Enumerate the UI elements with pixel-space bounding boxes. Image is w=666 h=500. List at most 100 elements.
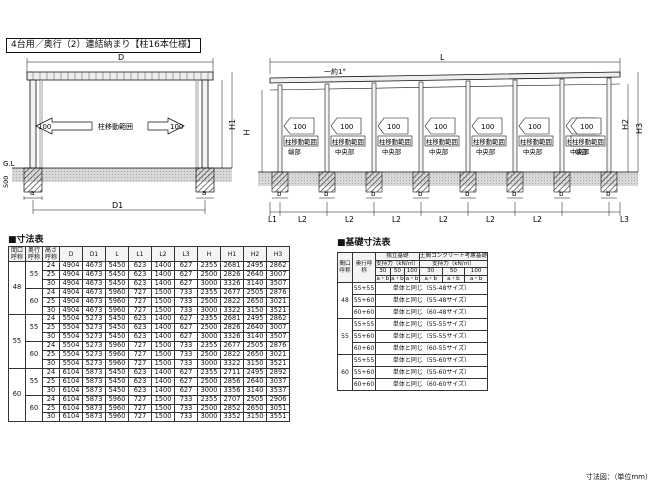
bay-bottom-5: 中央部 <box>476 147 496 156</box>
bay-range-4: 柱移動範囲 <box>426 137 458 146</box>
table-cell: 1500 <box>151 412 175 423</box>
bottom-label-8: L3 <box>620 215 629 224</box>
size-combo: 55+55 <box>352 318 376 332</box>
width-size: 55 <box>8 314 26 369</box>
size-combo: 60+60 <box>352 342 376 356</box>
table-cell: 4673 <box>82 269 106 280</box>
table-cell: 1400 <box>151 385 175 396</box>
table-cell: 1400 <box>151 269 175 280</box>
same-as-single-note: 単体と同じ（60-48サイズ） <box>374 306 489 320</box>
found-h-independent: 独立基礎 <box>375 252 420 261</box>
table-cell: 627 <box>174 376 198 387</box>
b-label-8: b <box>606 190 611 198</box>
depth-size: 60 <box>25 287 43 316</box>
b-label-6: b <box>512 190 517 198</box>
bay-badge-1: 100 <box>293 123 306 131</box>
b-label-7: b <box>559 190 564 198</box>
label-a-left: a <box>30 189 34 197</box>
bearing-value: 100 <box>404 267 420 276</box>
table-cell: 6104 <box>59 385 83 396</box>
b-label-1: b <box>277 190 282 198</box>
bottom-label-5: L2 <box>439 215 448 224</box>
same-as-single-note: 単体と同じ（55-60サイズ） <box>374 366 489 380</box>
bay-bottom-8: 端部 <box>575 147 588 156</box>
table-cell: 733 <box>174 412 198 423</box>
bearing-value: 50 <box>389 267 406 276</box>
bay-range-2: 柱移動範囲 <box>332 137 364 146</box>
found-h-width: 間口呼称 <box>337 251 353 284</box>
dim-header-5: L <box>105 246 129 262</box>
width-size: 60 <box>8 367 26 423</box>
table-cell: 4904 <box>59 296 83 307</box>
table-cell: 2707 <box>220 394 244 405</box>
table-cell: 25 <box>42 376 60 387</box>
table-cell: 3150 <box>243 412 267 423</box>
bay-bottom-4: 中央部 <box>429 147 449 156</box>
side-bays: 100柱移動範囲端部100柱移動範囲中央部100柱移動範囲中央部100柱移動範囲… <box>283 117 606 156</box>
bay-badge-6: 100 <box>528 123 541 131</box>
same-as-single-note: 単体と同じ（60-60サイズ） <box>374 378 489 392</box>
table-cell: 5450 <box>105 367 129 378</box>
table-cell: 623 <box>128 269 152 280</box>
table-cell: 4673 <box>82 278 106 289</box>
table-cell: 727 <box>128 296 152 307</box>
b-label-3: b <box>371 190 376 198</box>
bay-bottom-3: 中央部 <box>382 147 402 156</box>
found-h-bearing-2: 支持力（kN/㎡） <box>418 259 489 269</box>
same-as-single-note: 単体と同じ（55-60サイズ） <box>374 354 489 368</box>
dim-header-7: L2 <box>151 246 175 262</box>
table-cell: 1400 <box>151 278 175 289</box>
table-cell: 5450 <box>105 269 129 280</box>
bay-range-1: 柱移動範囲 <box>285 137 317 146</box>
found-h-soil: 土間コンクリート考慮基礎 <box>418 252 489 261</box>
table-cell: 3000 <box>197 385 221 396</box>
table-cell: 623 <box>128 376 152 387</box>
bottom-label-1: L1 <box>268 215 277 224</box>
size-combo: 55+55 <box>352 282 376 296</box>
table-cell: 2505 <box>243 287 267 298</box>
table-cell: 733 <box>174 296 198 307</box>
table-cell: 2892 <box>266 367 290 378</box>
table-cell: 1500 <box>151 287 175 298</box>
found-h-depth: 奥行呼称 <box>352 251 376 284</box>
table-cell: 2856 <box>220 376 244 387</box>
dim-header-10: H1 <box>220 246 244 262</box>
size-combo: 55+60 <box>352 294 376 308</box>
table-cell: 623 <box>128 385 152 396</box>
bearing-value: 30 <box>375 267 391 276</box>
table-cell: 1500 <box>151 296 175 307</box>
table-cell: 5873 <box>82 385 106 396</box>
table-cell: 2677 <box>220 287 244 298</box>
badge-right-text: 100 <box>170 123 183 131</box>
table-cell: 2822 <box>220 296 244 307</box>
table-cell: 2500 <box>197 296 221 307</box>
table-cell: 3037 <box>266 376 290 387</box>
dim-table-title: ■寸法表 <box>8 235 44 245</box>
bay-range-8: 柱移動範囲 <box>572 137 604 146</box>
table-cell: 4904 <box>59 278 83 289</box>
sub-label: a・b <box>375 274 391 284</box>
sub-label: a・b <box>389 274 406 284</box>
table-cell: 3007 <box>266 269 290 280</box>
width-size: 48 <box>8 260 26 316</box>
table-cell: 25 <box>42 296 60 307</box>
depth-size: 60 <box>25 341 43 369</box>
size-combo: 55+60 <box>352 366 376 380</box>
table-cell: 3507 <box>266 278 290 289</box>
label-approx-angle: 一約1° <box>324 67 346 76</box>
dim-header-0: 間口呼称 <box>8 246 26 262</box>
table-cell: 6104 <box>59 367 83 378</box>
bottom-label-7: L2 <box>533 215 542 224</box>
table-cell: 5873 <box>82 367 106 378</box>
table-cell: 3140 <box>243 278 267 289</box>
